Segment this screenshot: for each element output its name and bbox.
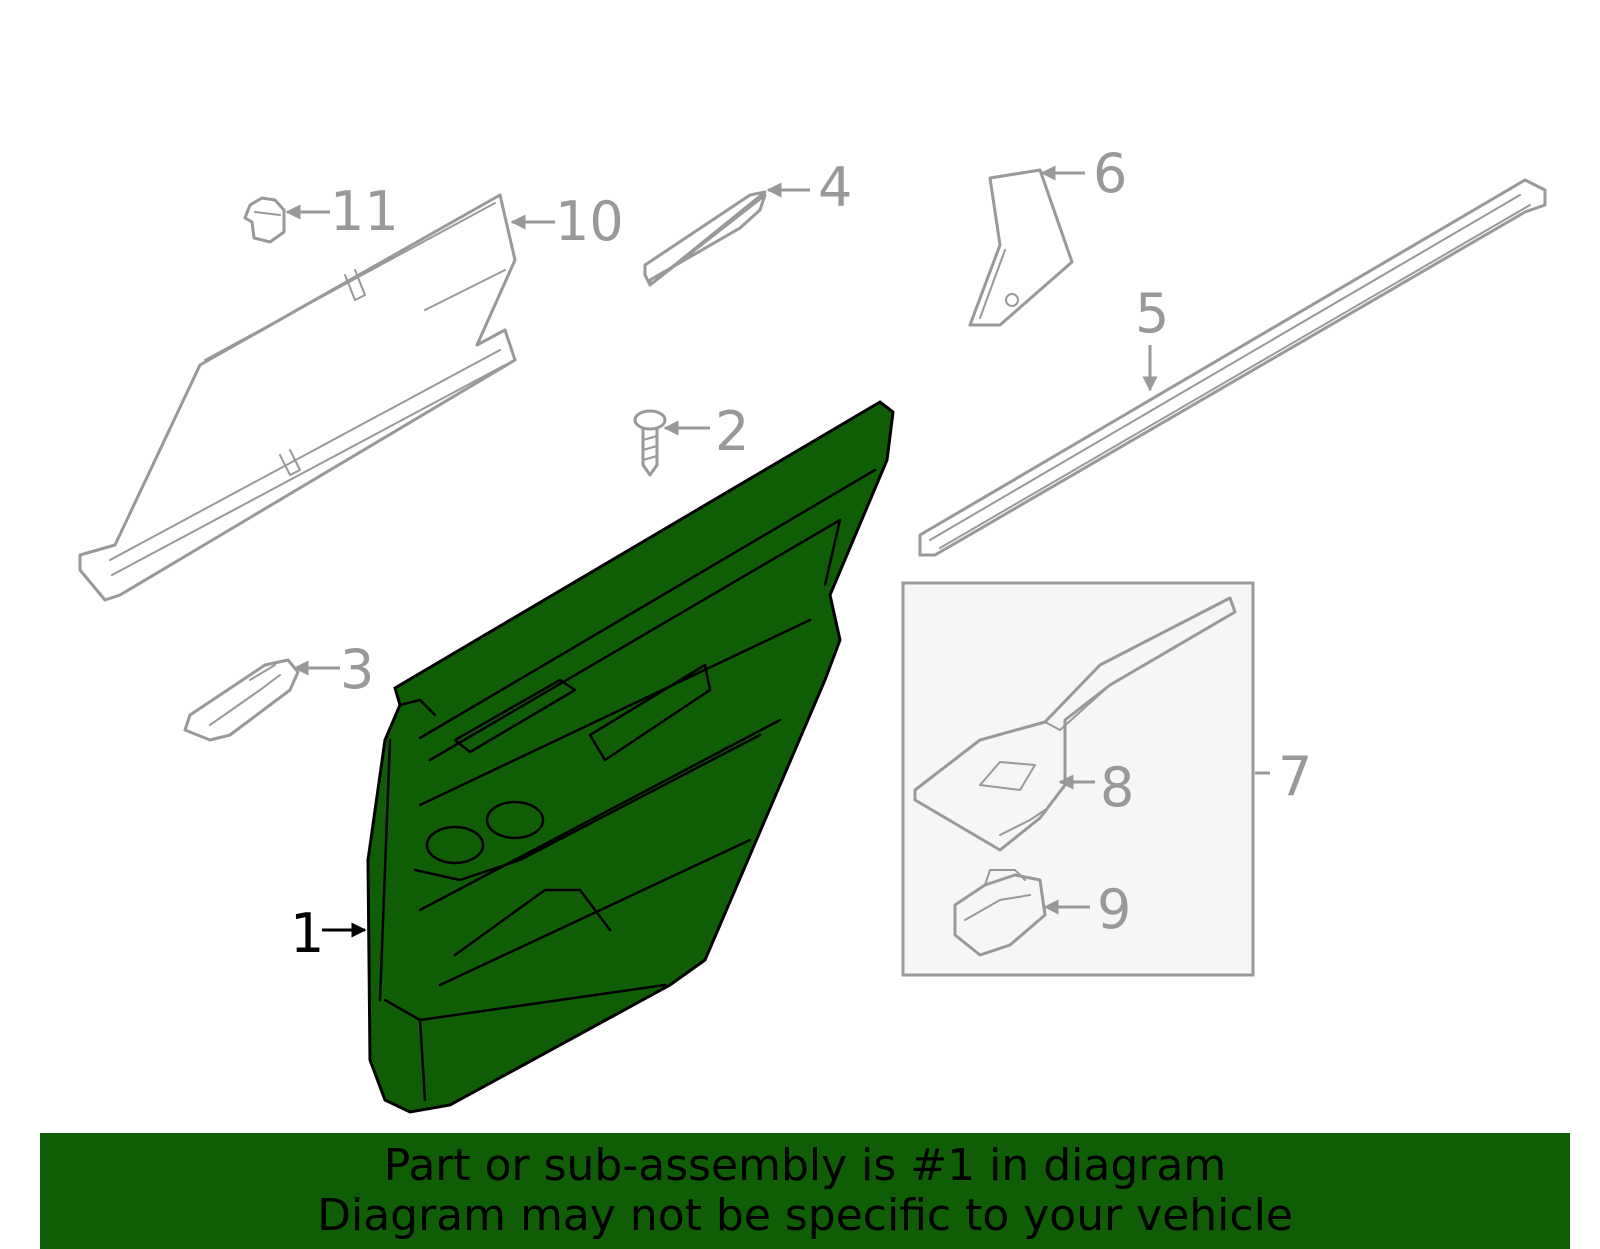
part-7-inset-box [901, 581, 1255, 977]
callout-4[interactable]: 4 [818, 156, 852, 219]
callout-3[interactable]: 3 [340, 638, 374, 701]
callout-9[interactable]: 9 [1097, 878, 1131, 941]
part-4-trim-strip[interactable] [643, 190, 767, 287]
part-1-door-trim-panel[interactable] [366, 400, 895, 1114]
part-9-window-switch[interactable] [953, 869, 1047, 957]
part-2-screw[interactable] [633, 409, 667, 477]
callout-5[interactable]: 5 [1135, 282, 1169, 345]
part-3-inner-handle[interactable] [183, 658, 300, 742]
banner-line-2: Diagram may not be specific to your vehi… [317, 1190, 1293, 1241]
part-10-garnish[interactable] [78, 193, 517, 602]
callout-11[interactable]: 11 [330, 180, 399, 243]
part-8-switch-bezel[interactable] [913, 596, 1237, 852]
callout-7[interactable]: 7 [1278, 745, 1312, 808]
callout-6[interactable]: 6 [1093, 142, 1127, 205]
info-banner: Part or sub-assembly is #1 in diagram Di… [40, 1133, 1570, 1249]
callout-10[interactable]: 10 [555, 190, 624, 253]
part-6-corner-trim[interactable] [968, 168, 1074, 327]
part-5-weatherstrip[interactable] [918, 178, 1547, 557]
callout-1[interactable]: 1 [290, 902, 324, 965]
banner-line-1: Part or sub-assembly is #1 in diagram [383, 1140, 1227, 1191]
part-11-clip[interactable] [243, 196, 286, 244]
callout-8[interactable]: 8 [1100, 756, 1134, 819]
callout-2[interactable]: 2 [715, 400, 749, 463]
